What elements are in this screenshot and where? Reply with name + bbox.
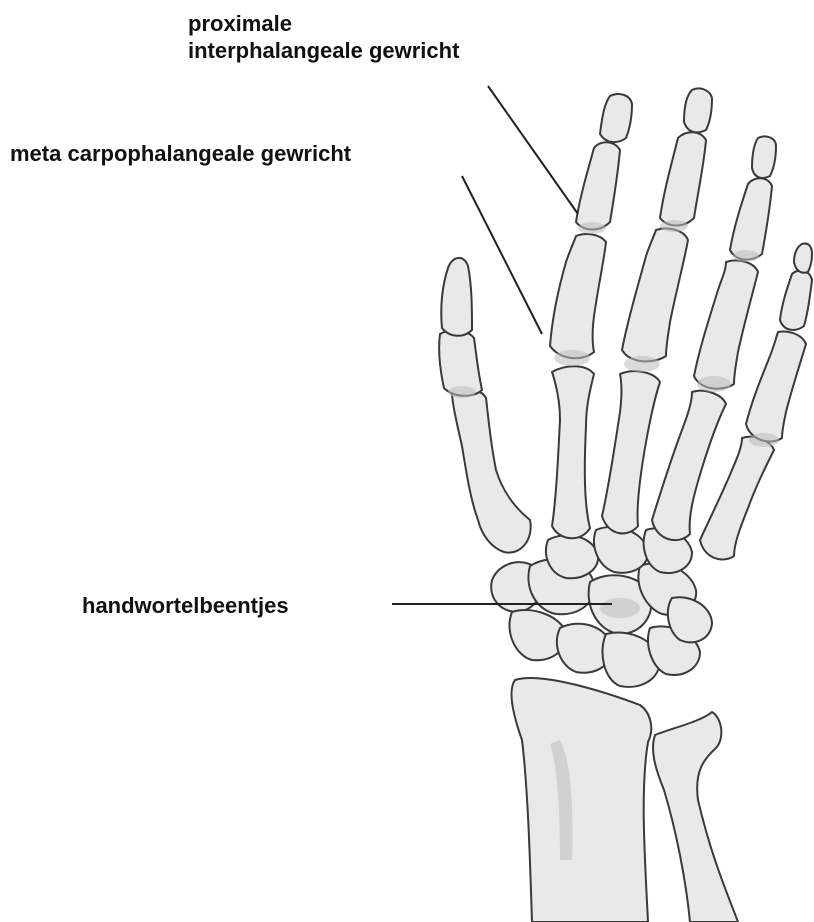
joint-shade: [749, 433, 779, 447]
index-middle-phalanx: [576, 142, 620, 229]
index-proximal-phalanx: [550, 234, 606, 358]
ring-distal-phalanx: [752, 136, 776, 178]
pip-label-line1: proximale: [188, 10, 459, 37]
thumb-distal-phalanx: [441, 258, 472, 336]
pip-leader-line: [488, 86, 578, 214]
joint-shade: [448, 386, 476, 398]
little-metacarpal: [700, 437, 774, 560]
radius-bone: [511, 678, 651, 922]
joint-shade: [660, 220, 688, 232]
carpal-bone: [668, 597, 712, 642]
mcp-joint-label: meta carpophalangeale gewricht: [10, 140, 351, 167]
pip-joint-label: proximale interphalangeale gewricht: [188, 10, 459, 64]
middle-middle-phalanx: [660, 132, 706, 225]
middle-metacarpal: [602, 371, 660, 533]
joint-shade: [600, 598, 640, 618]
thumb-metacarpal: [452, 389, 531, 553]
pip-label-line2: interphalangeale gewricht: [188, 37, 459, 64]
middle-proximal-phalanx: [622, 228, 688, 361]
mcp-leader-line: [462, 176, 542, 334]
ulna-bone: [653, 712, 738, 922]
middle-distal-phalanx: [684, 88, 712, 132]
ring-middle-phalanx: [730, 178, 772, 259]
joint-shade: [733, 250, 759, 262]
little-proximal-phalanx: [746, 332, 806, 442]
little-middle-phalanx: [780, 271, 812, 330]
little-distal-phalanx: [794, 243, 812, 272]
thumb-proximal-phalanx: [439, 331, 482, 396]
carpal-bone: [546, 535, 598, 578]
joint-shade: [578, 222, 606, 234]
carpal-bones-label: handwortelbeentjes: [82, 592, 289, 619]
joint-shade: [554, 350, 590, 366]
index-distal-phalanx: [600, 94, 632, 142]
index-metacarpal: [552, 366, 594, 538]
joint-shade: [697, 376, 731, 392]
joint-shade: [624, 356, 660, 372]
ring-proximal-phalanx: [694, 260, 758, 388]
